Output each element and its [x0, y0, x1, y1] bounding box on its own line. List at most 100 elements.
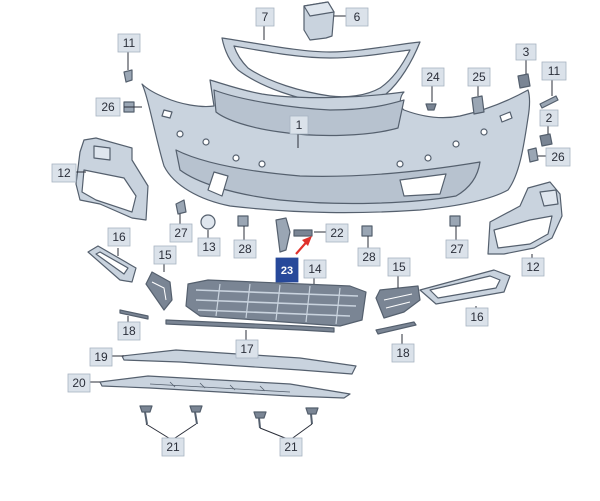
part-12-right-box	[521, 257, 545, 277]
part-21-right-box	[279, 437, 303, 457]
part-23-number: 23	[281, 265, 293, 277]
part-16-right-number: 16	[470, 310, 484, 324]
part-13-number: 13	[202, 240, 216, 254]
part-2-box	[539, 109, 559, 127]
under-panel	[99, 375, 351, 399]
leader-lines	[76, 15, 553, 441]
lower-grille	[185, 279, 367, 327]
part-21-right-number: 21	[284, 440, 298, 454]
upper-grille-frame	[221, 37, 421, 106]
part-24-number: 24	[426, 70, 440, 84]
part-14-callout: 14	[303, 259, 327, 279]
part-11-right-callout: 11	[541, 61, 567, 81]
part-18-left-box	[117, 321, 141, 341]
part-26-left-number: 26	[101, 100, 115, 114]
part-3-number: 3	[523, 45, 530, 59]
part-1-number: 1	[296, 118, 303, 132]
part-20-box	[67, 373, 91, 393]
part-7-callout: 7	[255, 7, 275, 27]
part-19-callout: 19	[89, 347, 113, 367]
part-18-left-callout: 18	[117, 321, 141, 341]
part-19-box	[89, 347, 113, 367]
part-11-right-number: 11	[548, 64, 561, 78]
part-7-number: 7	[262, 10, 269, 24]
part-13-callout: 13	[197, 237, 221, 257]
part-15-left-number: 15	[158, 248, 172, 262]
fog-trim-left	[87, 245, 137, 283]
strip-right	[375, 321, 417, 335]
part-17-box	[235, 339, 259, 359]
part-25-box	[467, 67, 491, 87]
part-27-right-number: 27	[450, 242, 464, 256]
part-28-right-number: 28	[362, 250, 376, 264]
part-13-box	[197, 237, 221, 257]
side-bracket-right	[487, 181, 563, 255]
part-20-callout: 20	[67, 373, 91, 393]
small-grille-left	[145, 271, 173, 311]
part-22-box	[325, 223, 349, 243]
part-18-right-box	[391, 343, 415, 363]
part-14-box	[303, 259, 327, 279]
part-17-callout: 17	[235, 339, 259, 359]
part-16-left-box	[107, 227, 131, 247]
part-18-right-number: 18	[396, 346, 410, 360]
part-6-box	[345, 7, 369, 27]
part-1-box	[289, 115, 309, 135]
part-28-right-callout: 28	[357, 247, 381, 267]
part-1-callout: 1	[289, 115, 309, 135]
part-11-right-box	[541, 61, 567, 81]
part-27-right-box	[445, 239, 469, 259]
hardware-parts	[123, 69, 559, 253]
part-16-right-callout: 16	[465, 307, 489, 327]
part-24-callout: 24	[421, 67, 445, 87]
part-11-left-number: 11	[123, 36, 136, 50]
part-26-right-box	[545, 147, 571, 167]
part-3-box	[515, 43, 537, 61]
bolts	[139, 405, 319, 429]
part-2-number: 2	[546, 111, 553, 125]
lower-spoiler	[121, 349, 357, 375]
part-6-number: 6	[354, 10, 361, 24]
part-7-box	[255, 7, 275, 27]
part-27-left-box	[169, 223, 193, 243]
part-21-left-callout: 21	[161, 437, 185, 457]
part-6-callout: 6	[345, 7, 369, 27]
part-21-left-box	[161, 437, 185, 457]
side-bracket-left	[75, 137, 149, 221]
part-27-left-callout: 27	[169, 223, 193, 243]
part-26-left-box	[95, 97, 121, 117]
part-27-left-number: 27	[174, 226, 188, 240]
part-19-number: 19	[94, 350, 108, 364]
fog-trim-right	[419, 269, 511, 305]
strip-left	[119, 309, 149, 320]
part-22-callout: 22	[325, 223, 349, 243]
chrome-strip	[165, 319, 335, 333]
part-28-right-box	[357, 247, 381, 267]
part-15-right-box	[387, 257, 411, 277]
part-12-left-number: 12	[57, 166, 71, 180]
part-28-left-callout: 28	[233, 239, 257, 259]
part-26-left-callout: 26	[95, 97, 121, 117]
part-26-right-callout: 26	[545, 147, 571, 167]
part-11-left-box	[117, 33, 141, 53]
highlight-arrow	[295, 236, 312, 255]
part-20-number: 20	[72, 376, 86, 390]
part-3-callout: 3	[515, 43, 537, 61]
part-15-right-callout: 15	[387, 257, 411, 277]
part-26-right-number: 26	[551, 150, 565, 164]
part-12-right-callout: 12	[521, 257, 545, 277]
part-15-left-box	[153, 245, 177, 265]
part-25-callout: 25	[467, 67, 491, 87]
part-16-right-box	[465, 307, 489, 327]
part-18-left-number: 18	[122, 324, 136, 338]
part-12-right-number: 12	[526, 260, 540, 274]
part-14-number: 14	[308, 262, 322, 276]
part-17-number: 17	[240, 342, 254, 356]
part-12-left-box	[51, 163, 77, 183]
small-grille-right	[375, 285, 421, 319]
part-22-number: 22	[330, 226, 344, 240]
part-25-number: 25	[472, 70, 486, 84]
part-21-right-callout: 21	[279, 437, 303, 457]
